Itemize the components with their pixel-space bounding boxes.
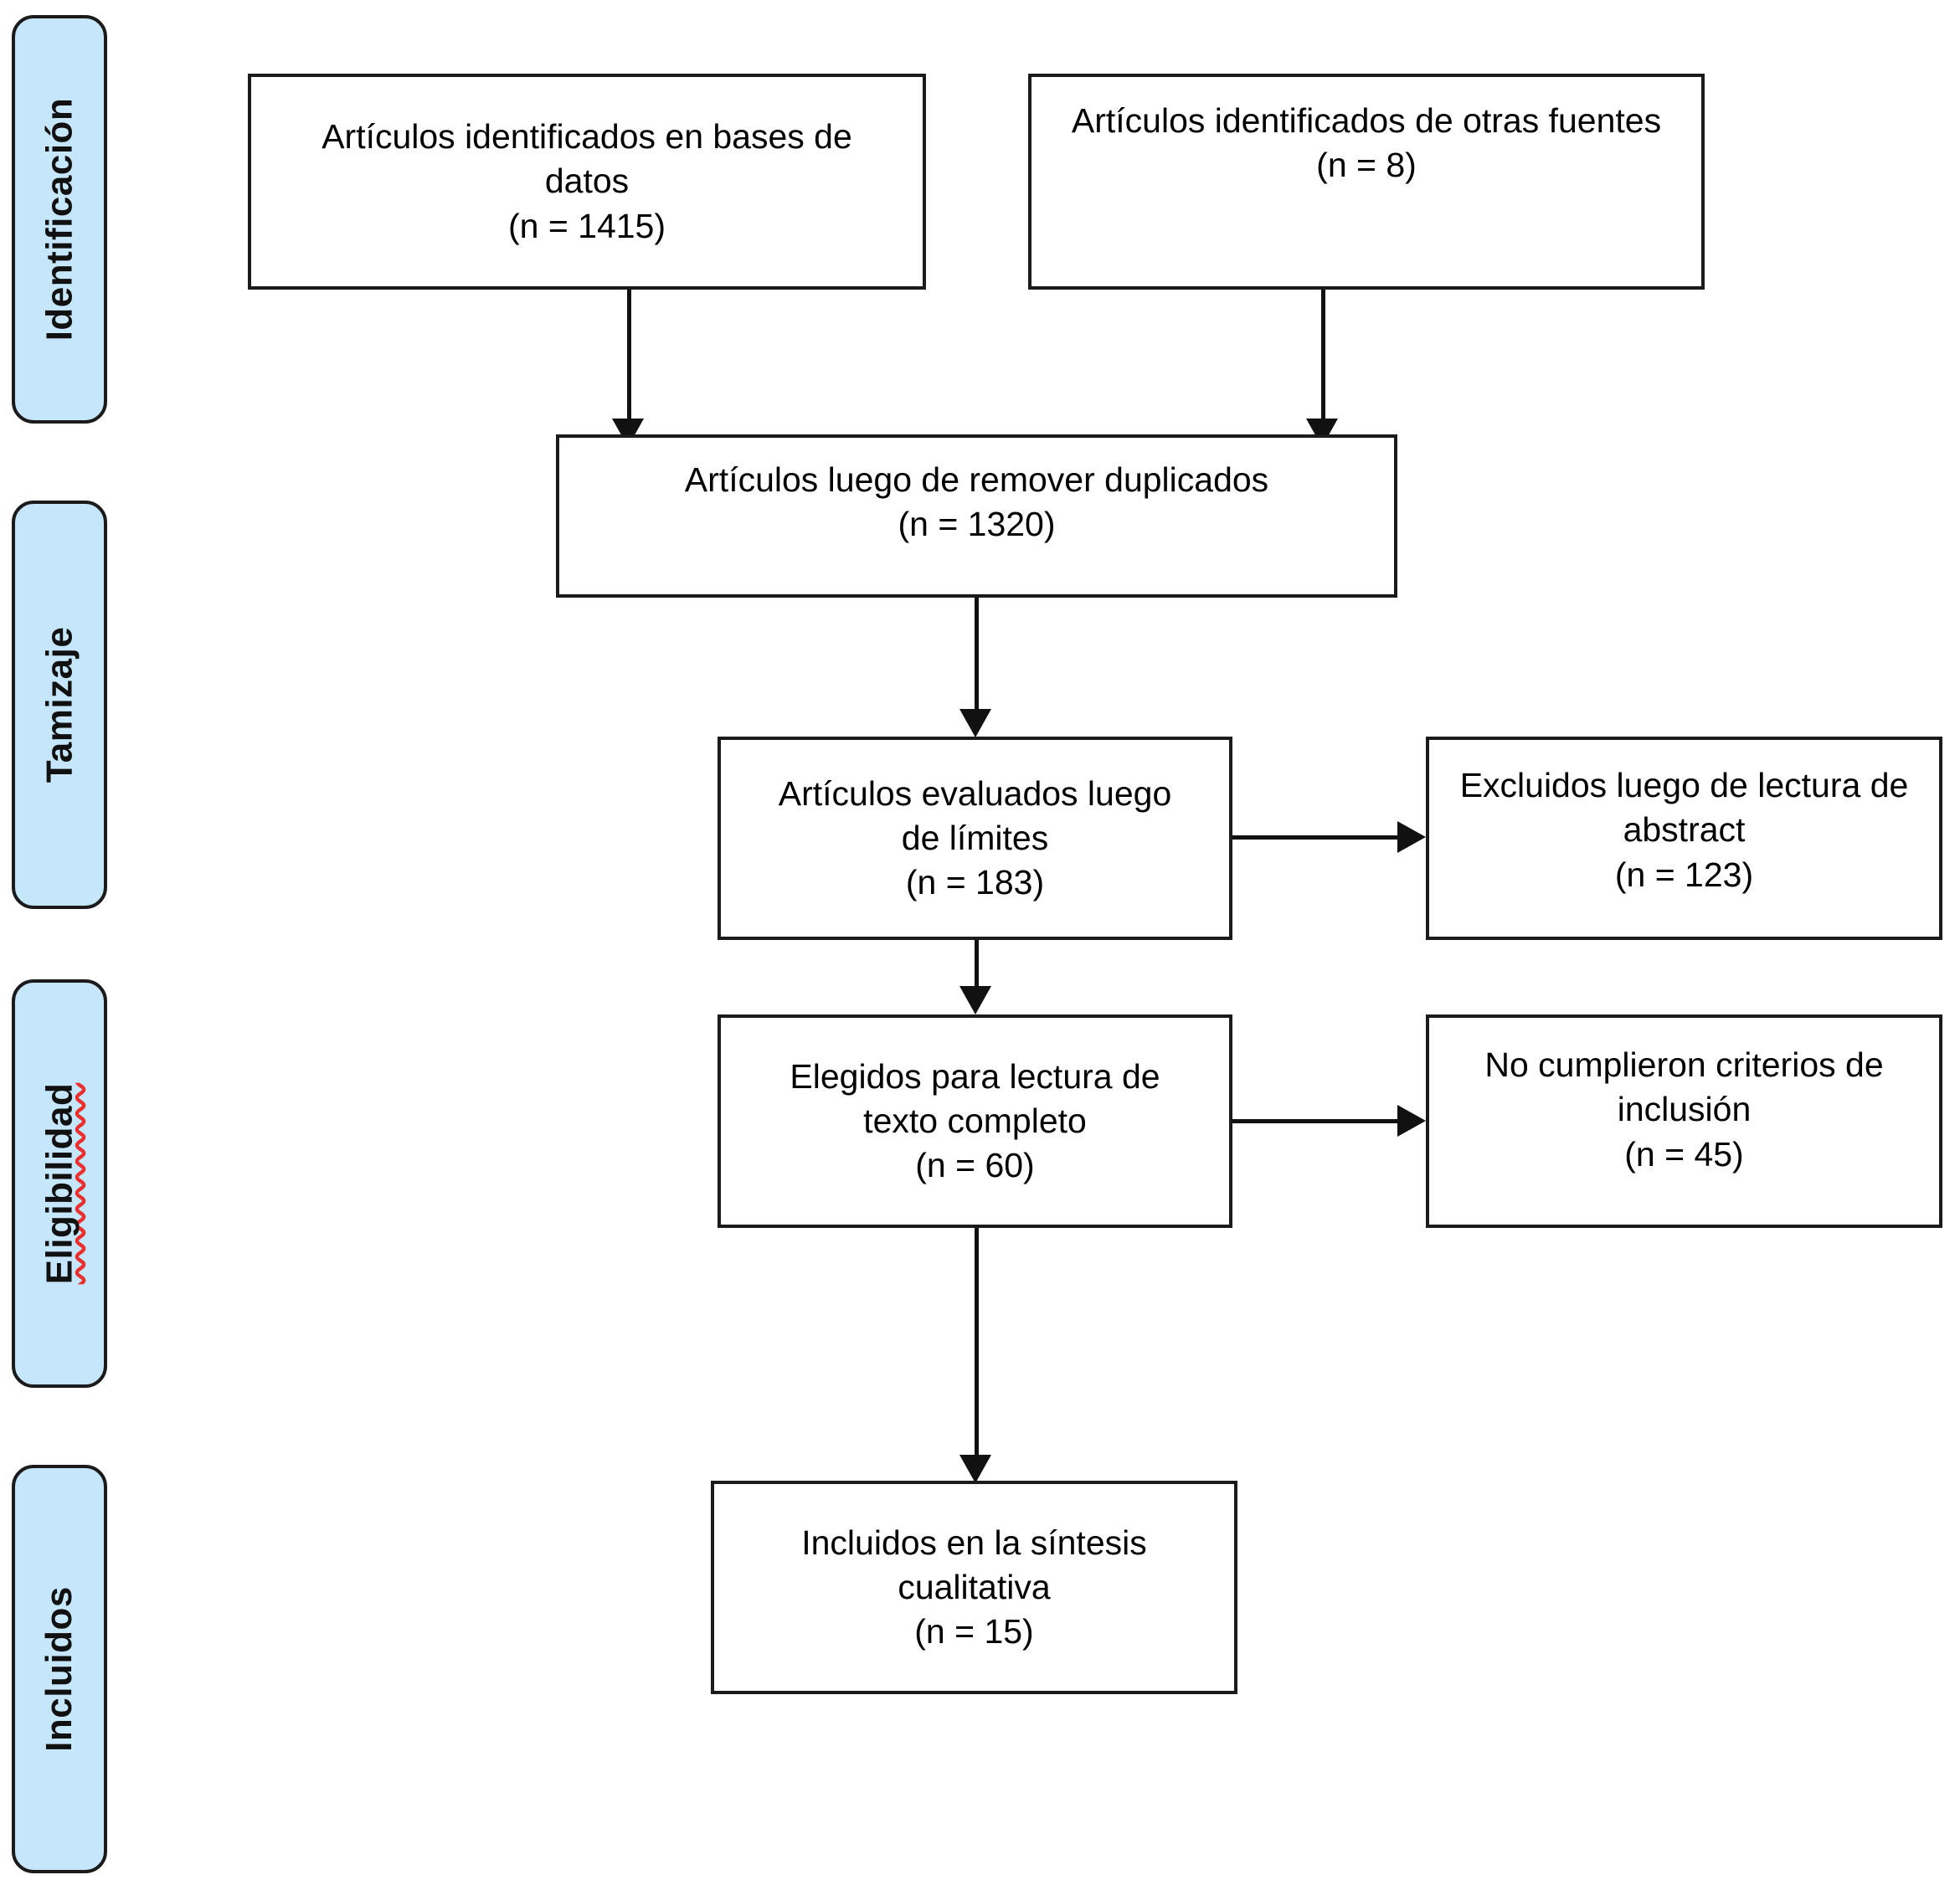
arrowhead-screened-to-fulltext — [959, 986, 991, 1014]
stage-label-identificacion: Identificación — [39, 97, 80, 342]
box-articles-screened-limits: Artículos evaluados luego de límites (n … — [718, 737, 1232, 940]
stage-pill-tamizaje: Tamizaje — [12, 501, 107, 909]
box-included-qualitative-synthesis: Incluidos en la síntesis cualitativa (n … — [711, 1481, 1237, 1694]
stage-label-eligibilidad: Eligibilidad — [39, 1082, 80, 1285]
stage-pill-identificacion: Identificación — [12, 15, 107, 424]
box-did-not-meet-inclusion-criteria-text: No cumplieron criterios de inclusión (n … — [1484, 1045, 1884, 1174]
connector-duplicates-to-screened — [975, 598, 979, 712]
stage-label-incluidos: Incluidos — [39, 1586, 80, 1752]
box-articles-from-databases: Artículos identificados en bases de dato… — [248, 74, 926, 290]
arrowhead-fulltext-to-included — [959, 1455, 991, 1483]
box-articles-from-other-sources-text: Artículos identificados de otras fuentes… — [1071, 101, 1662, 185]
connector-other-sources-to-duplicates — [1321, 290, 1325, 422]
box-articles-from-databases-text: Artículos identificados en bases de dato… — [322, 117, 852, 245]
stage-pill-incluidos: Incluidos — [12, 1465, 107, 1873]
box-articles-from-other-sources: Artículos identificados de otras fuentes… — [1028, 74, 1705, 290]
stage-label-tamizaje: Tamizaje — [39, 626, 80, 783]
box-excluded-after-abstract-text: Excluidos luego de lectura de abstract (… — [1459, 766, 1909, 894]
box-articles-screened-limits-text: Artículos evaluados luego de límites (n … — [778, 773, 1172, 902]
box-after-duplicates-removed-text: Artículos luego de remover duplicados (n… — [684, 460, 1269, 544]
box-included-qualitative-synthesis-text: Incluidos en la síntesis cualitativa (n … — [801, 1523, 1147, 1651]
arrowhead-screened-to-excluded-abstract — [1397, 821, 1426, 853]
box-after-duplicates-removed: Artículos luego de remover duplicados (n… — [556, 434, 1397, 598]
box-excluded-after-abstract: Excluidos luego de lectura de abstract (… — [1426, 737, 1942, 940]
connector-fulltext-to-included — [975, 1228, 979, 1458]
connector-databases-to-duplicates — [627, 290, 631, 422]
connector-fulltext-to-excluded-criteria — [1232, 1119, 1397, 1123]
box-chosen-for-fulltext: Elegidos para lectura de texto completo … — [718, 1014, 1232, 1228]
box-chosen-for-fulltext-text: Elegidos para lectura de texto completo … — [790, 1056, 1160, 1185]
box-did-not-meet-inclusion-criteria: No cumplieron criterios de inclusión (n … — [1426, 1014, 1942, 1228]
connector-screened-to-fulltext — [975, 940, 979, 990]
arrowhead-fulltext-to-excluded-criteria — [1397, 1105, 1426, 1137]
stage-pill-eligibilidad: Eligibilidad — [12, 979, 107, 1388]
connector-screened-to-excluded-abstract — [1232, 835, 1397, 840]
arrowhead-duplicates-to-screened — [959, 709, 991, 737]
